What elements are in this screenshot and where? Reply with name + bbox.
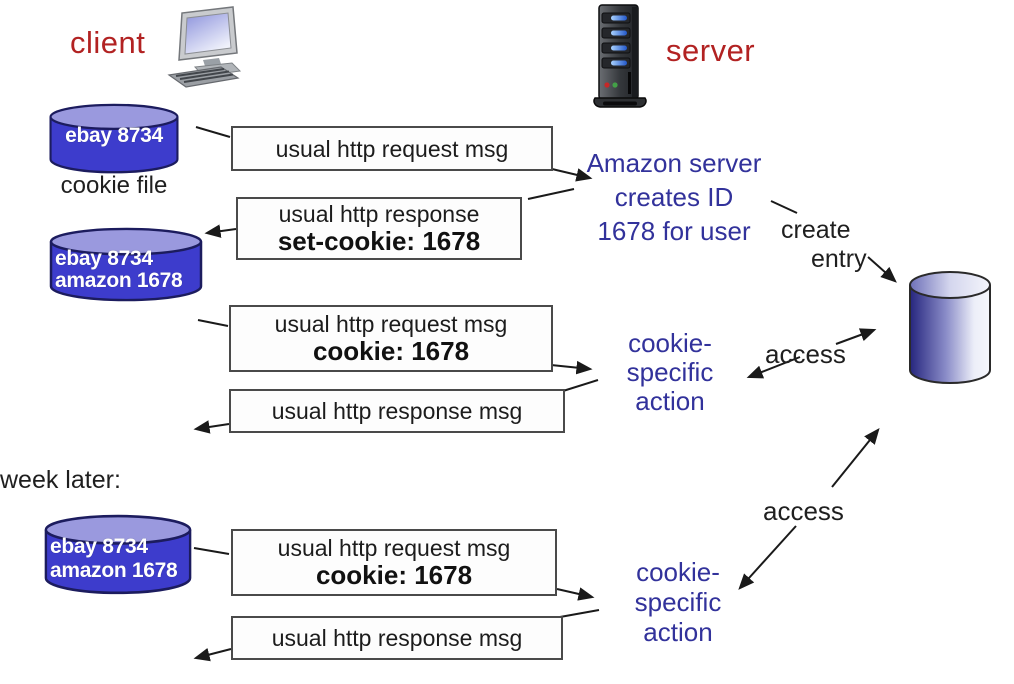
access-note-bottom: access: [763, 496, 844, 526]
cookie-file-cylinder-initial: ebay 8734: [48, 103, 180, 175]
server-tower-icon: [588, 2, 652, 108]
backend-database-cylinder: [906, 268, 994, 388]
note-line: create: [781, 216, 851, 244]
arrow-server-to-resp1: [527, 188, 575, 200]
msg-box-request-cookie-1: usual http request msg cookie: 1678: [229, 305, 553, 372]
msg-box-response-setcookie: usual http response set-cookie: 1678: [236, 197, 522, 260]
msg-text-bold: cookie: 1678: [312, 336, 470, 366]
cookie-entry: ebay 8734: [50, 535, 148, 558]
cookie-entry: amazon 1678: [50, 559, 178, 582]
arrow-req1-to-server: [551, 168, 593, 182]
cookie-file-cylinder-week-later: ebay 8734 amazon 1678: [43, 514, 193, 596]
cookie-file-cylinder-updated: ebay 8734 amazon 1678: [48, 227, 204, 303]
note-line: Amazon server: [586, 148, 762, 178]
msg-box-request-cookie-2: usual http request msg cookie: 1678: [231, 529, 557, 596]
msg-text: usual http request msg: [275, 135, 509, 162]
cookie-file-caption: cookie file: [60, 172, 168, 199]
cookie-entry: amazon 1678: [55, 269, 183, 292]
note-line: action: [635, 386, 705, 416]
cookie-specific-action-note-bottom: cookie- specific action: [623, 557, 733, 647]
arrow-resp1-to-cyl2: [204, 224, 237, 238]
msg-box-response-2: usual http response msg: [231, 616, 563, 660]
msg-text: usual http response: [278, 201, 480, 227]
msg-text: usual http request msg: [277, 535, 511, 561]
arrow-access2-to-action: [738, 525, 797, 590]
client-computer-icon: [166, 5, 252, 95]
access-note-top: access: [765, 339, 846, 369]
note-line: cookie-: [628, 328, 712, 358]
amazon-creates-note: Amazon server creates ID 1678 for user: [580, 146, 768, 248]
msg-box-request-1: usual http request msg: [231, 126, 553, 171]
msg-text: usual http response msg: [271, 398, 523, 424]
note-line: specific: [626, 357, 714, 387]
arrow-action-to-resp2: [562, 379, 599, 392]
arrow-cyl2-to-req2: [197, 319, 229, 327]
arrow-req3-to-action: [556, 587, 595, 601]
note-line: entry: [811, 245, 867, 273]
arrow-req2-to-action: [550, 360, 593, 375]
arrow-cyl3-to-req3: [193, 547, 230, 555]
arrow-entry-to-db: [867, 256, 897, 283]
note-line: cookie-: [636, 557, 720, 587]
arrow-creates-to-createentry: [770, 200, 798, 214]
arrow-resp3-to-client: [193, 648, 232, 662]
note-line: 1678 for user: [597, 216, 751, 246]
week-later-label: week later:: [0, 466, 121, 494]
msg-text-bold: set-cookie: 1678: [277, 226, 481, 256]
msg-text: usual http response msg: [271, 625, 523, 651]
client-label: client: [70, 25, 146, 60]
arrow-action-to-resp3: [559, 609, 600, 618]
msg-text: usual http request msg: [274, 311, 508, 337]
create-entry-note: create entry: [781, 216, 867, 274]
cookie-entry: ebay 8734: [65, 124, 163, 147]
arrow-resp2-to-client: [193, 420, 230, 434]
msg-box-response-1: usual http response msg: [229, 389, 565, 433]
note-line: creates ID: [614, 182, 734, 212]
arrow-cyl1-to-req1: [195, 126, 231, 138]
note-line: action: [643, 617, 713, 647]
msg-text-bold: cookie: 1678: [315, 560, 473, 590]
cookie-specific-action-note-top: cookie- specific action: [615, 329, 725, 416]
arrow-access1-to-action: [746, 356, 801, 379]
arrow-access1-to-db: [835, 328, 877, 345]
cookie-entry: ebay 8734: [55, 247, 153, 270]
note-line: specific: [634, 587, 722, 617]
arrow-access2-to-db: [831, 428, 880, 488]
server-label: server: [666, 33, 756, 68]
